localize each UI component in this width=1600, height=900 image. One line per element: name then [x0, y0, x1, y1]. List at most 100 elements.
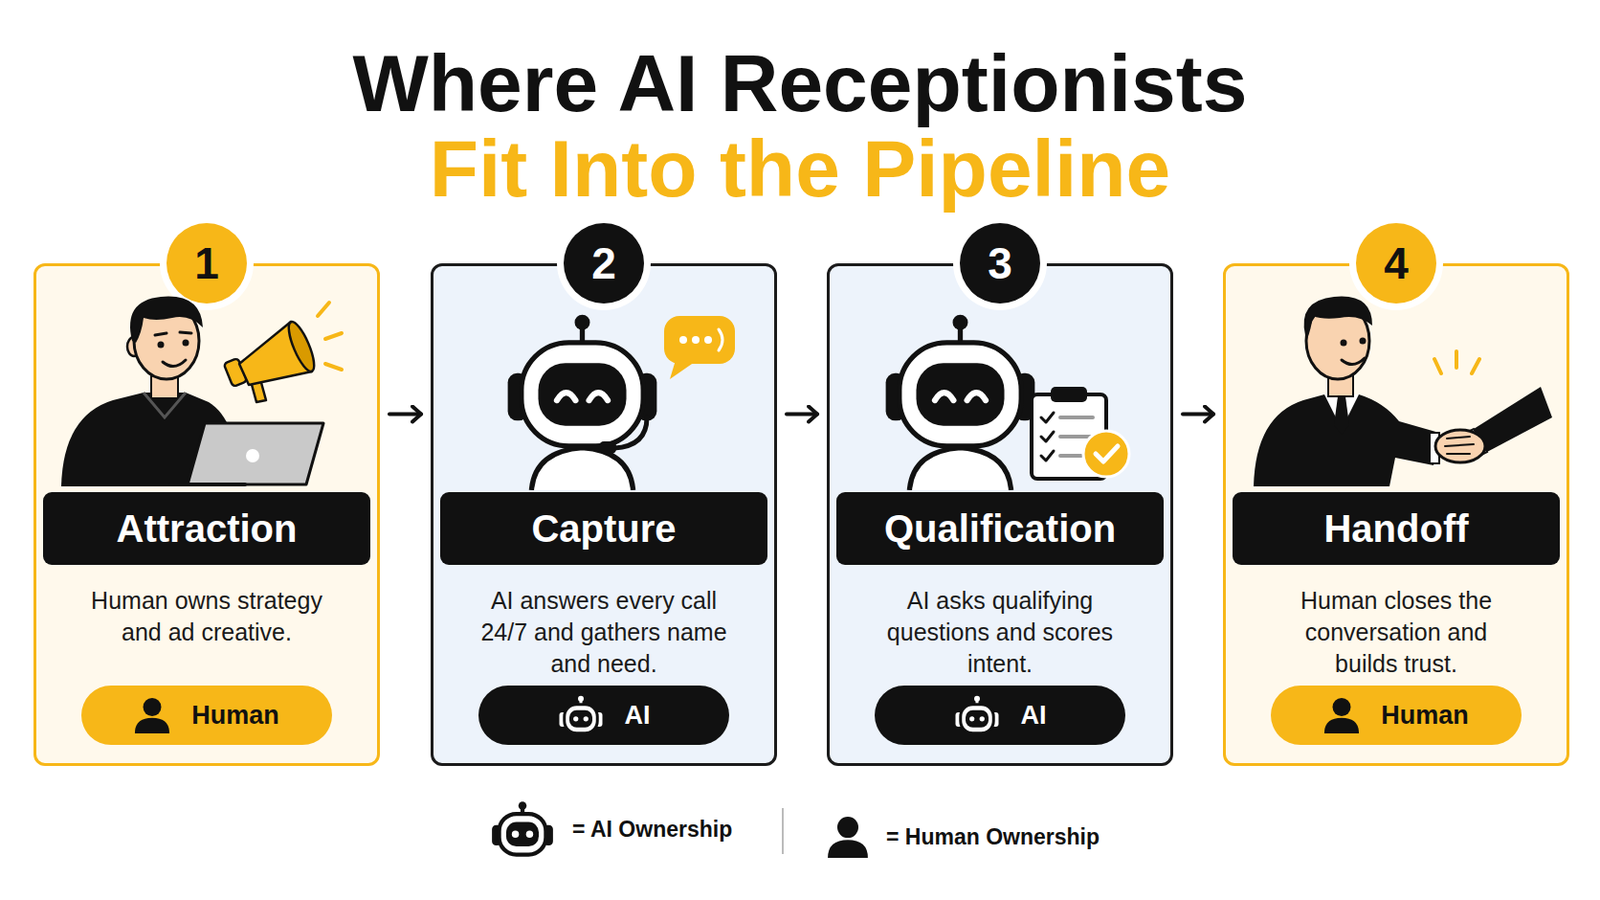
- robot-icon: [954, 694, 1000, 735]
- megaphone: [250, 378, 267, 402]
- marketer-head: [133, 302, 200, 379]
- person-icon: [1323, 696, 1360, 734]
- spark-lines: [1434, 351, 1480, 374]
- legend-text: = Human Ownership: [886, 823, 1100, 850]
- marketer-ear: [127, 336, 141, 356]
- person-icon: [134, 697, 170, 734]
- clipboard: [1031, 394, 1107, 479]
- step-title: Attraction: [116, 507, 298, 551]
- legend-divider: [781, 807, 784, 854]
- owner-pill: Human: [1270, 685, 1522, 745]
- speech-bubble: [664, 315, 735, 364]
- owner-label: AI: [1021, 700, 1047, 731]
- checklist-lines: [1060, 417, 1093, 456]
- flow-arrow: [389, 412, 422, 417]
- step-description: AI asks qualifying questions and scores …: [875, 584, 1125, 680]
- stage-card: AI answers every call 24/7 and gathers n…: [430, 263, 778, 766]
- headset-mic: [599, 441, 617, 454]
- legend-entry: = AI Ownership: [489, 800, 733, 858]
- headset-boom: [614, 417, 647, 448]
- check-badge: [1083, 430, 1130, 477]
- step-title: Qualification: [884, 507, 1116, 551]
- step-description: Human closes the conversation and builds…: [1271, 584, 1521, 680]
- speech-dot: [679, 335, 688, 344]
- step-title: Capture: [531, 507, 676, 551]
- step-number: 1: [166, 222, 247, 304]
- step-title-bar: Qualification: [836, 491, 1164, 565]
- laptop-logo: [245, 448, 260, 463]
- step-title-bar: Handoff: [1232, 491, 1560, 565]
- check-mark: [1095, 445, 1118, 462]
- businessman-eye: [1359, 337, 1367, 345]
- robot-figure: [886, 314, 1036, 490]
- marketer-eye: [157, 341, 165, 349]
- person-icon: [826, 815, 869, 858]
- step-number-circle: 4: [1355, 222, 1437, 304]
- robot-icon: [489, 800, 556, 858]
- stage-card: Human closes the conversation and builds…: [1222, 263, 1570, 766]
- step-number-circle: 2: [563, 222, 645, 304]
- stage-card: Human owns strategy and ad creative.1Att…: [33, 263, 380, 766]
- step-title: Handoff: [1323, 507, 1468, 551]
- person-icon: [133, 696, 171, 734]
- step-number: 4: [1355, 222, 1437, 304]
- megaphone: [284, 318, 320, 375]
- subtitle: Fit Into the Pipeline: [0, 124, 1600, 213]
- marketer-collar: [143, 392, 186, 418]
- checklist-ticks: [1041, 412, 1054, 461]
- businessman-smile: [1341, 357, 1365, 365]
- qualifying-robot-illustration: [886, 314, 1130, 490]
- handshake-illustration: [1253, 296, 1553, 487]
- megaphone: [223, 318, 320, 402]
- finger-lines: [1444, 436, 1474, 454]
- businessman-hair: [1304, 296, 1373, 339]
- businessman-neck: [1328, 373, 1354, 397]
- robot-figure: [508, 314, 658, 490]
- owner-pill: AI: [874, 685, 1126, 745]
- businessman-suit: [1253, 394, 1440, 487]
- speech-dot: [704, 335, 712, 344]
- receptionist-robot-illustration: [508, 314, 735, 490]
- person-icon: [1324, 697, 1359, 734]
- laptop: [187, 422, 324, 485]
- marketer-eye: [182, 339, 190, 347]
- marketer-neck: [151, 373, 178, 399]
- marketer-illustration: [61, 296, 342, 487]
- businessman-eye: [1340, 339, 1348, 347]
- step-title-bar: Attraction: [43, 491, 371, 565]
- person-icon: [827, 816, 868, 858]
- megaphone: [223, 357, 248, 387]
- owner-pill: AI: [478, 685, 730, 745]
- robot-icon: [955, 695, 999, 734]
- robot-icon: [558, 695, 602, 734]
- owner-label: AI: [624, 700, 651, 731]
- shaking-hands: [1435, 429, 1486, 463]
- marketer-torso: [61, 392, 242, 487]
- other-cuff: [1466, 428, 1488, 456]
- sound-lines: [317, 302, 342, 370]
- flow-arrow: [1182, 412, 1214, 417]
- owner-label: Human: [1380, 700, 1469, 731]
- title: Where AI Receptionists: [0, 38, 1600, 129]
- flow-arrow: [786, 412, 818, 417]
- necktie: [1333, 396, 1350, 435]
- megaphone: [239, 321, 312, 385]
- other-sleeve: [1473, 386, 1553, 452]
- step-description: AI answers every call 24/7 and gathers n…: [479, 584, 729, 680]
- step-number: 2: [563, 222, 645, 304]
- marketer-smile: [162, 359, 186, 367]
- robot-icon: [491, 800, 554, 854]
- marketer-hair: [130, 296, 203, 343]
- marketer-brows: [155, 332, 192, 335]
- clipboard-clip: [1050, 386, 1088, 402]
- step-title-bar: Capture: [440, 491, 768, 565]
- step-number-circle: 3: [959, 222, 1041, 304]
- speech-bubble-tail: [669, 359, 695, 379]
- step-number: 3: [959, 222, 1041, 304]
- shirt-cuff: [1429, 432, 1440, 464]
- stage-card: AI asks qualifying questions and scores …: [826, 263, 1174, 766]
- speech-wave: [718, 329, 723, 351]
- step-number-circle: 1: [166, 222, 247, 304]
- businessman-head: [1306, 302, 1370, 379]
